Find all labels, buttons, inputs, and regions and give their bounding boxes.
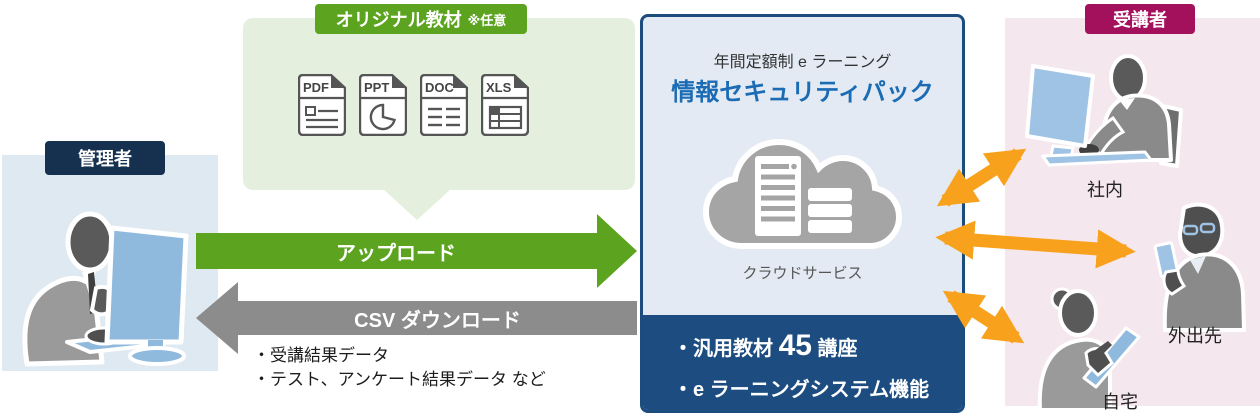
course-count: 45 (778, 329, 812, 362)
feature-band: ・汎用教材 45 講座 ・e ラーニングシステム機能 (643, 315, 962, 410)
upload-arrow-label: アップロード (336, 242, 456, 265)
materials-badge: オリジナル教材 ※任意 (315, 4, 527, 34)
office-learner-illustration (1025, 54, 1183, 168)
feature-item: ・汎用教材 45 講座 (673, 329, 858, 362)
xls-file-icon: XLS (481, 74, 529, 136)
cloud-server-icon (702, 138, 903, 249)
materials-badge-note: ※任意 (467, 12, 507, 28)
download-arrow-label: CSV ダウンロード (354, 309, 521, 332)
file-icons-row: PDF PPT DOC (298, 74, 529, 136)
download-note-item: ・受講結果データ (253, 346, 389, 365)
home-learner-illustration (1037, 287, 1141, 410)
ppt-file-icon: PPT (359, 74, 407, 136)
location-label-home: 自宅 (1102, 392, 1138, 412)
location-label-mobile: 外出先 (1168, 326, 1222, 346)
learners-badge: 受講者 (1085, 4, 1195, 34)
download-note-item: ・テスト、アンケート結果データ など (253, 370, 546, 389)
pdf-file-icon: PDF (298, 74, 346, 136)
service-subtitle: 年間定額制 e ラーニング (713, 54, 892, 71)
cloud-label: クラウドサービス (742, 265, 863, 282)
mobile-learner-illustration (1153, 202, 1246, 332)
file-label: XLS (486, 80, 512, 95)
file-label: DOC (425, 80, 455, 95)
doc-file-icon: DOC (420, 74, 468, 136)
download-notes: ・受講結果データ ・テスト、アンケート結果データ など (253, 344, 653, 392)
materials-panel-tail (383, 189, 451, 220)
service-title: 情報セキュリティパック (671, 79, 934, 106)
admin-person-illustration (22, 211, 189, 367)
location-label-office: 社内 (1087, 180, 1123, 200)
materials-badge-label: オリジナル教材 (335, 10, 462, 30)
file-label: PDF (303, 80, 329, 95)
feature-item: ・e ラーニングシステム機能 (673, 379, 930, 401)
file-label: PPT (364, 80, 389, 95)
admin-badge: 管理者 (45, 141, 165, 175)
